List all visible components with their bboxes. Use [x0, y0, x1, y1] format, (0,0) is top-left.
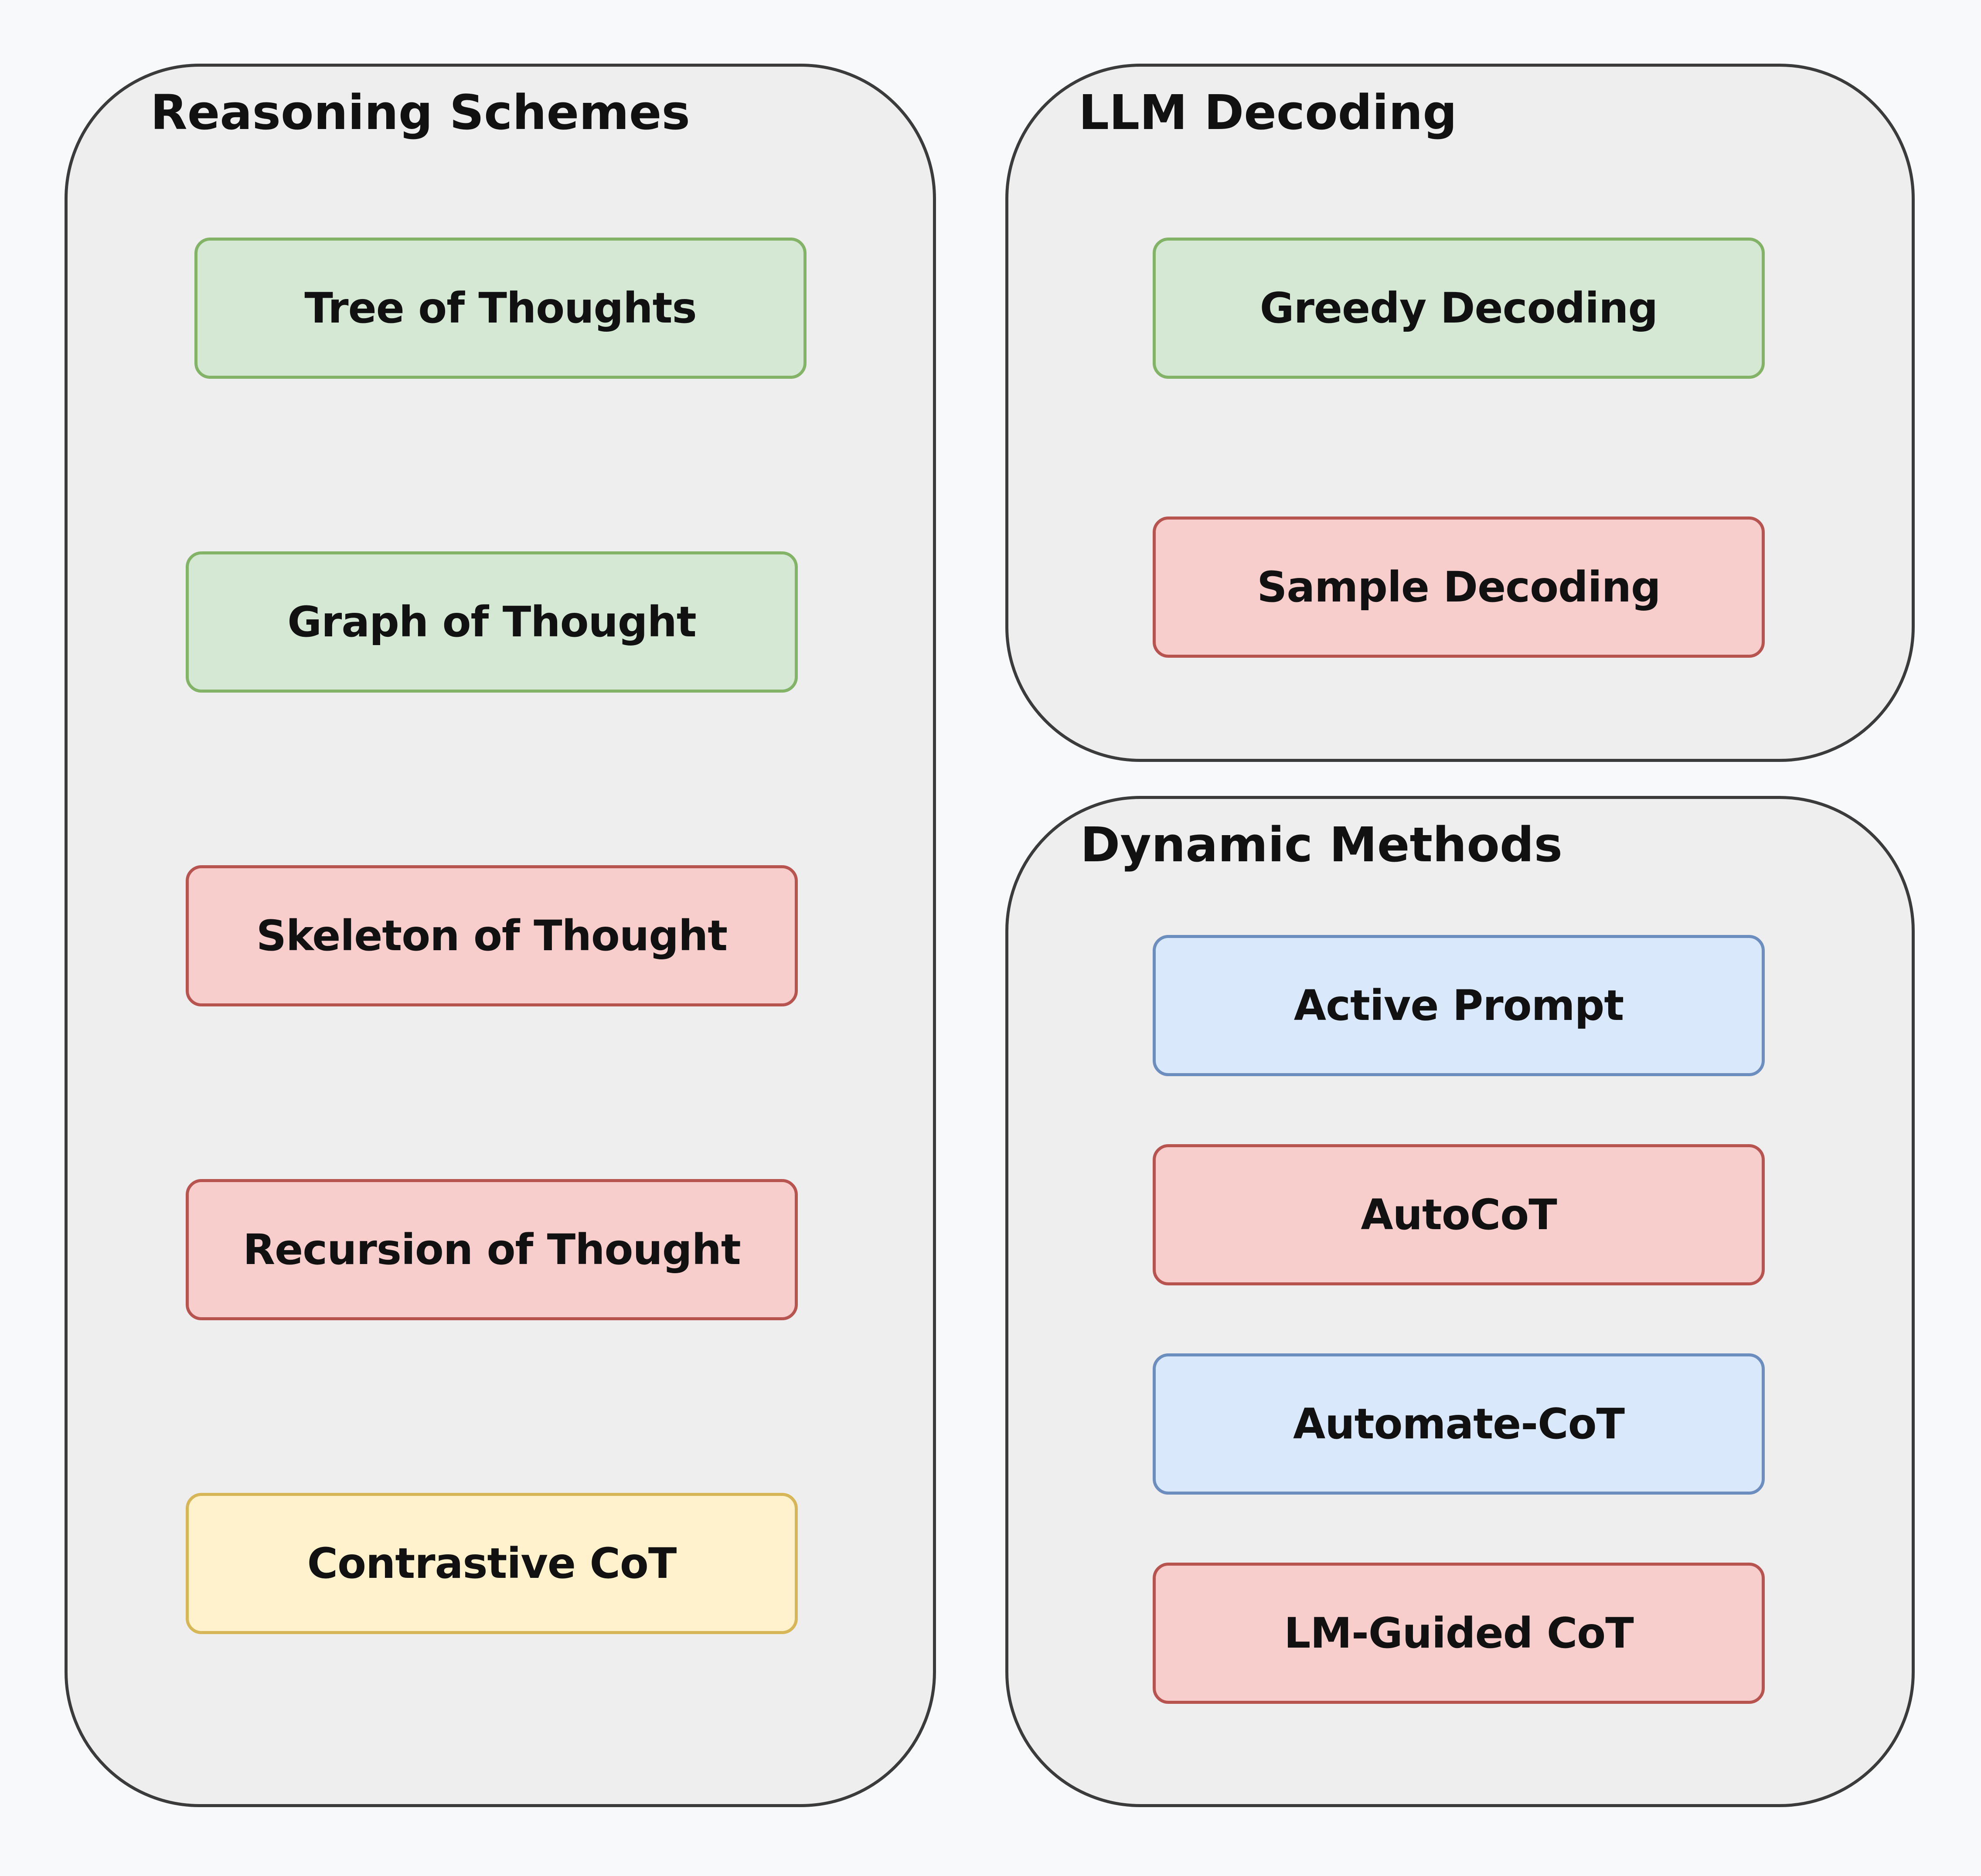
active-prompt-node: Active Prompt: [1153, 935, 1765, 1076]
automate-cot-node: Automate-CoT: [1153, 1353, 1765, 1495]
contrastive-cot-node: Contrastive CoT: [186, 1493, 798, 1634]
greedy-decoding-node: Greedy Decoding: [1153, 238, 1765, 379]
llm-decoding-title: LLM Decoding: [1079, 85, 1457, 140]
sample-decoding-node: Sample Decoding: [1153, 517, 1765, 658]
reasoning-schemes-title: Reasoning Schemes: [150, 85, 690, 140]
dynamic-methods-title: Dynamic Methods: [1080, 817, 1563, 873]
recursion-of-thought-node: Recursion of Thought: [186, 1179, 798, 1320]
lm-guided-cot-node: LM-Guided CoT: [1153, 1563, 1765, 1704]
graph-of-thought-node: Graph of Thought: [186, 551, 798, 693]
tree-of-thoughts-node: Tree of Thoughts: [194, 238, 807, 379]
skeleton-of-thought-node: Skeleton of Thought: [186, 865, 798, 1006]
autocot-node: AutoCoT: [1153, 1144, 1765, 1285]
